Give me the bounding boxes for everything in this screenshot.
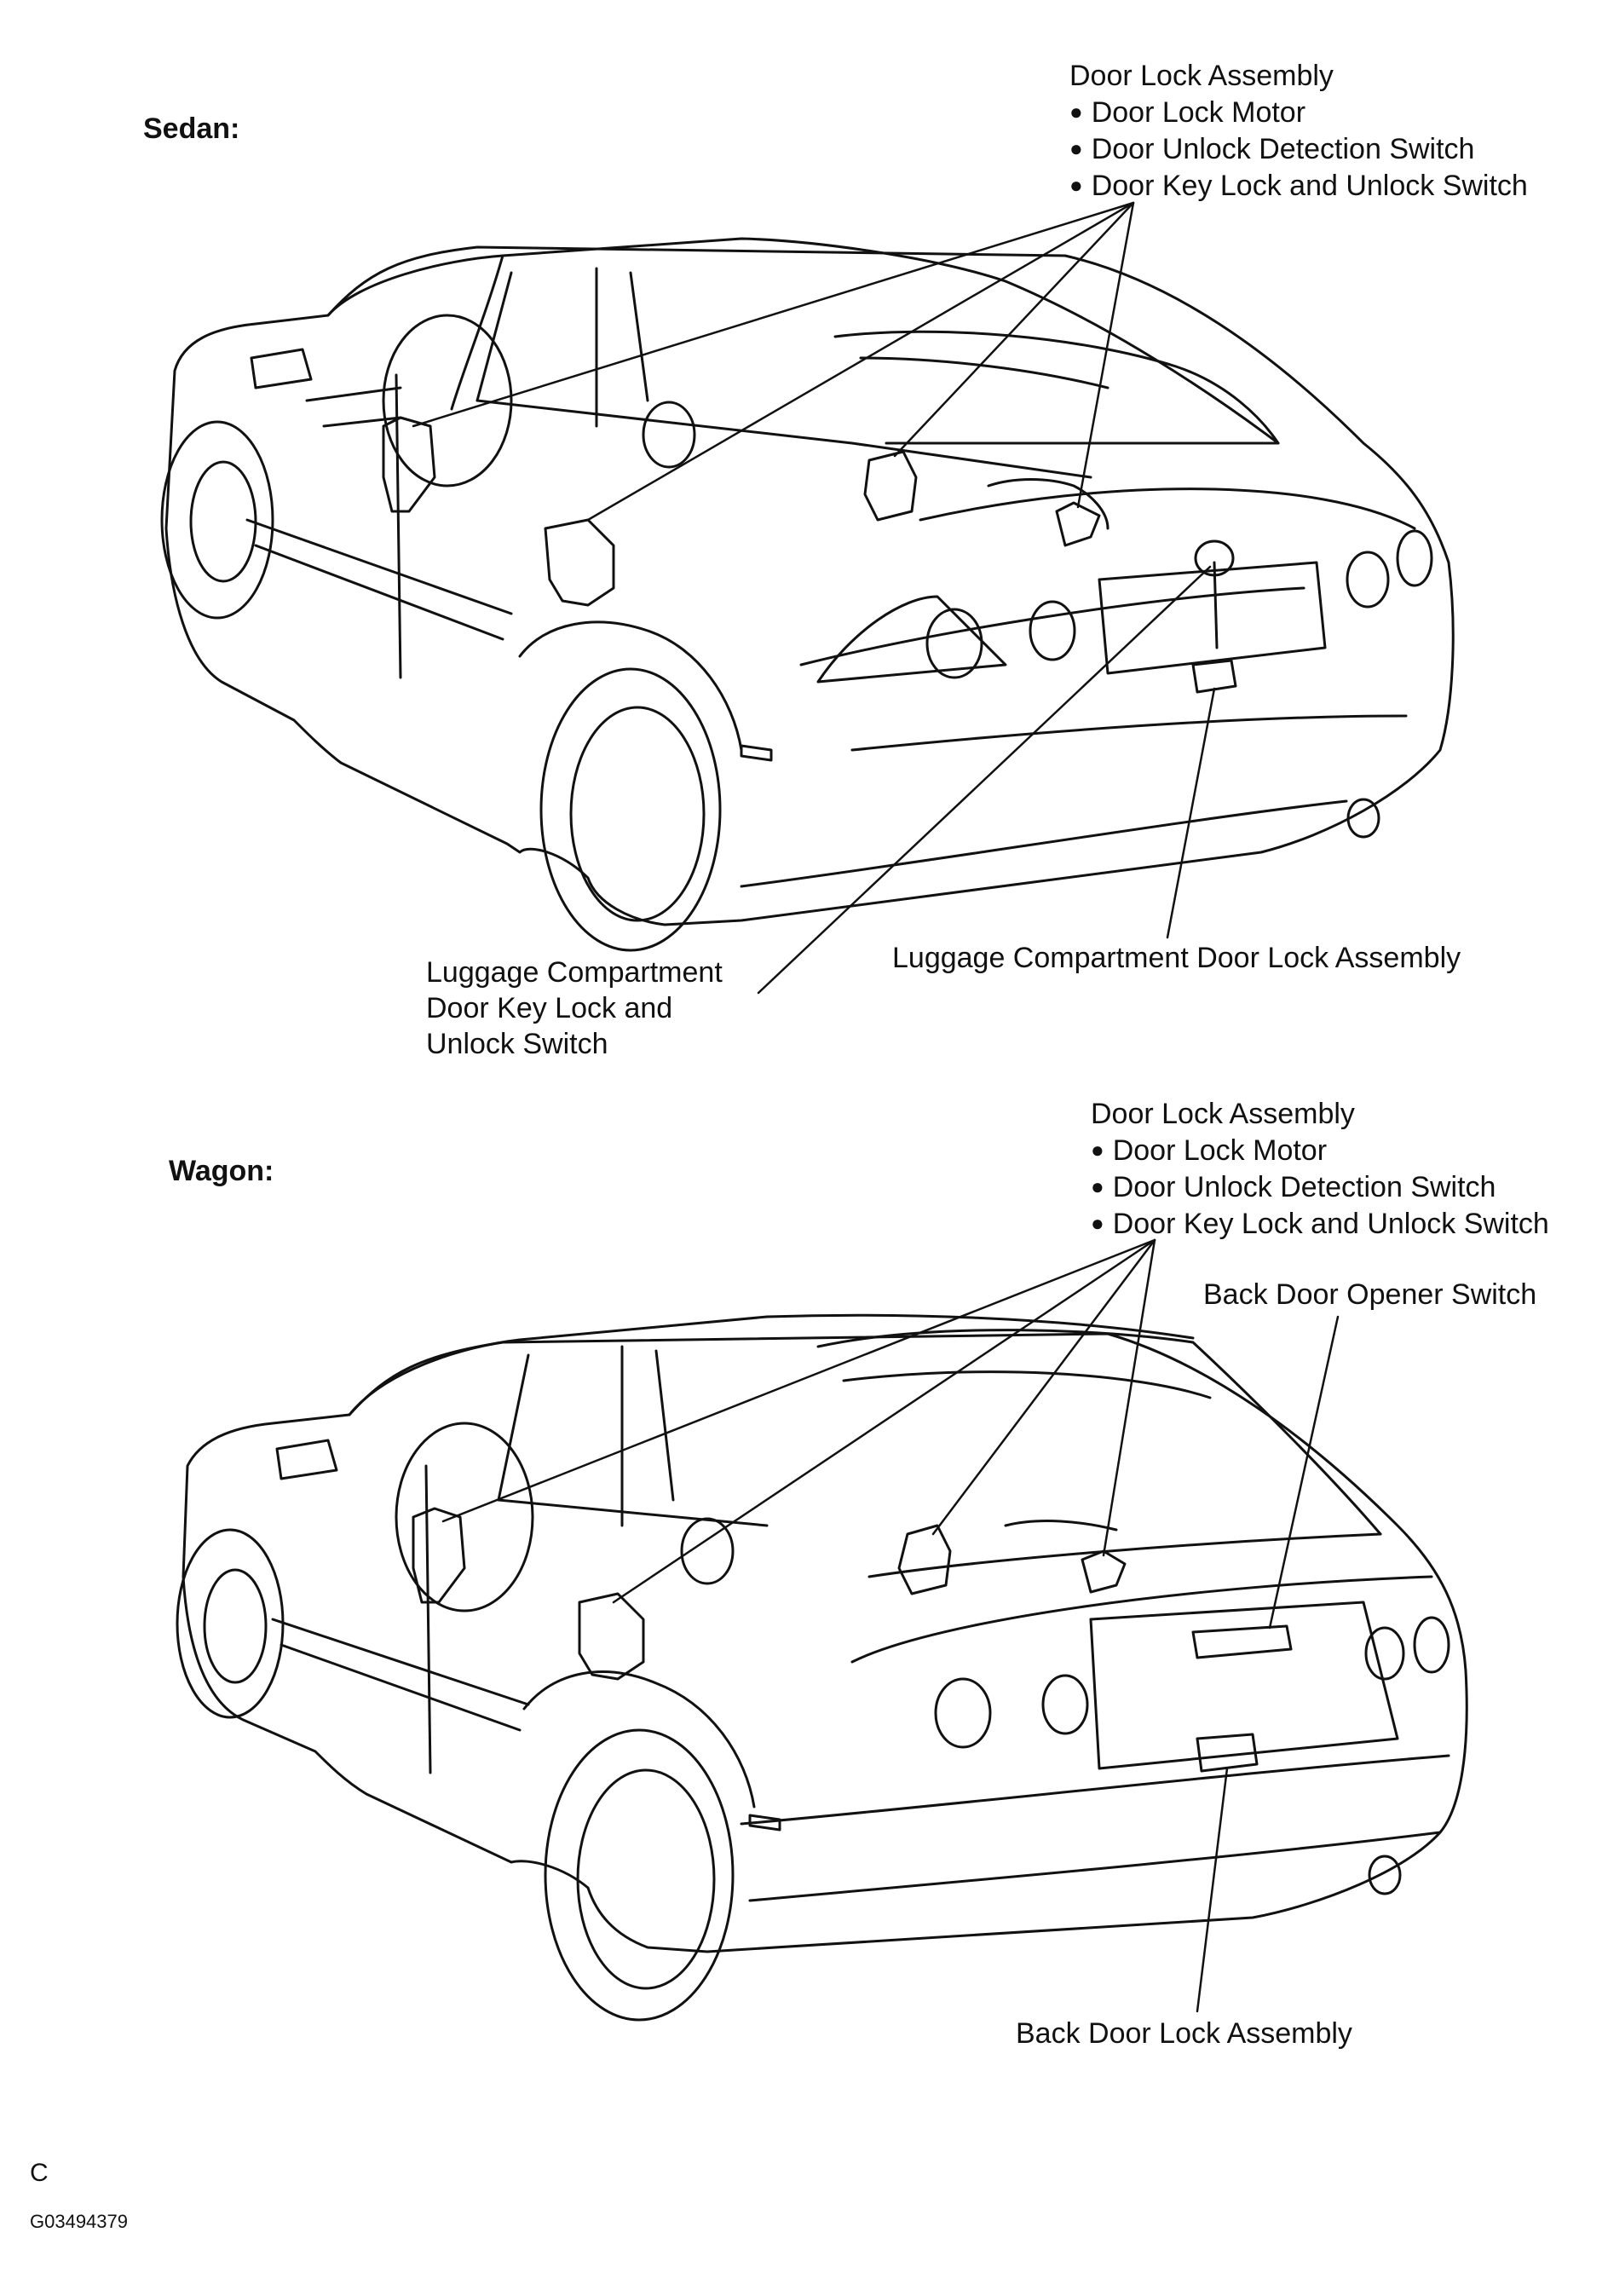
luggage-key-switch-line: Door Key Lock and (426, 992, 673, 1024)
sedan-leader-lines (412, 201, 1216, 995)
sedan-car-drawing (160, 237, 1455, 952)
sedan-door-lock-item: Door Key Lock and Unlock Switch (1069, 167, 1528, 204)
wagon-door-lock-callout: Door Lock Assembly Door Lock Motor Door … (1091, 1096, 1549, 1242)
figure-code: G03494379 (30, 2211, 128, 2232)
sedan-door-lock-item: Door Lock Motor (1069, 94, 1528, 130)
wagon-door-lock-list: Door Lock Motor Door Unlock Detection Sw… (1091, 1132, 1549, 1242)
sedan-door-lock-list: Door Lock Motor Door Unlock Detection Sw… (1069, 94, 1528, 204)
sedan-heading: Sedan: (143, 112, 240, 145)
sedan-door-lock-item: Door Unlock Detection Switch (1069, 130, 1528, 167)
wagon-heading: Wagon: (169, 1155, 274, 1187)
sedan-door-lock-callout: Door Lock Assembly Door Lock Motor Door … (1069, 58, 1528, 204)
sedan-door-lock-title: Door Lock Assembly (1069, 60, 1334, 92)
wagon-door-lock-item: Door Unlock Detection Switch (1091, 1168, 1549, 1205)
sedan-luggage-key-switch-label: Luggage Compartment Door Key Lock and Un… (426, 955, 723, 1062)
luggage-key-switch-line: Luggage Compartment (426, 956, 723, 989)
wagon-car-drawing (176, 1313, 1468, 2022)
sedan-luggage-lock-assembly-label: Luggage Compartment Door Lock Assembly (892, 942, 1461, 974)
wagon-back-door-lock-label: Back Door Lock Assembly (1016, 2017, 1352, 2050)
luggage-key-switch-line: Unlock Switch (426, 1028, 608, 1060)
wagon-back-door-opener-label: Back Door Opener Switch (1203, 1278, 1537, 1311)
wagon-leader-lines (441, 1238, 1340, 2013)
wagon-door-lock-title: Door Lock Assembly (1091, 1098, 1355, 1130)
wagon-door-lock-item: Door Key Lock and Unlock Switch (1091, 1205, 1549, 1242)
wagon-door-lock-item: Door Lock Motor (1091, 1132, 1549, 1168)
figure-letter: C (30, 2159, 49, 2187)
